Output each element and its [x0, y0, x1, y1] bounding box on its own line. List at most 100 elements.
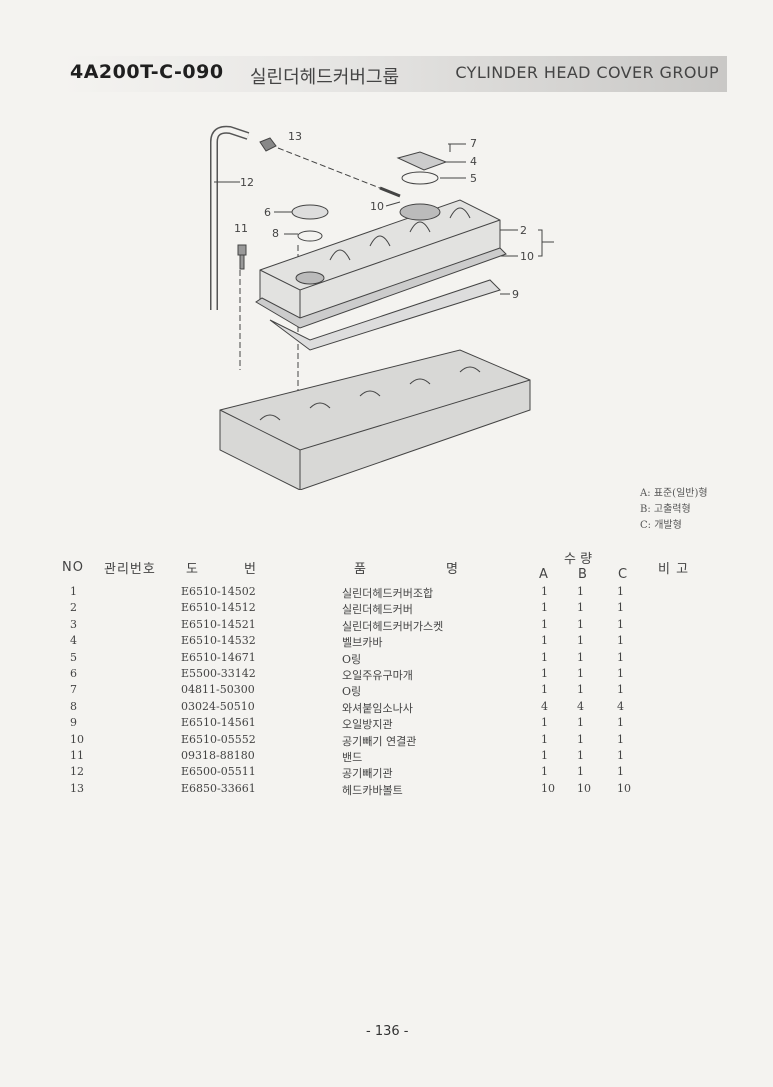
cell-part: E6510-14532: [181, 634, 256, 648]
cell-b: 1: [577, 585, 584, 598]
cell-no: 5: [70, 650, 77, 664]
cell-part: E5500-33142: [181, 667, 256, 680]
cell-part: 09318-88180: [181, 749, 255, 762]
group-title-korean: 실린더헤드커버그룹: [250, 67, 400, 88]
cell-a: 4: [541, 699, 548, 713]
header-qty: 수 량: [564, 552, 593, 567]
legend-b: B: 고출력형: [640, 504, 691, 515]
cell-c: 10: [617, 781, 631, 795]
cell-no: 2: [70, 601, 77, 615]
callout-11: 13: [288, 130, 302, 143]
cell-b: 1: [577, 617, 584, 631]
cell-name: 실린더헤드커버가스켓: [342, 619, 444, 633]
cell-b: 4: [577, 699, 584, 713]
cell-name: O링: [342, 652, 362, 666]
cell-no: 13: [70, 781, 84, 795]
callout-6: 6: [264, 206, 271, 219]
cell-no: 6: [70, 667, 77, 680]
cell-no: 10: [70, 732, 84, 746]
callout-12: 12: [240, 176, 254, 189]
cell-name: 밴드: [342, 751, 363, 764]
cell-name: 오일주유구마개: [342, 669, 413, 682]
header-name-1: 품: [354, 562, 367, 577]
cell-c: 1: [617, 634, 624, 648]
cell-no: 4: [70, 634, 77, 648]
cell-c: 1: [617, 650, 624, 664]
cylinder-head-cover: [259, 199, 501, 321]
o-ring-5: [401, 171, 439, 185]
cell-part: E6850-33661: [181, 781, 256, 795]
cell-a: 1: [541, 585, 548, 598]
cell-part: E6510-05552: [181, 732, 256, 746]
cell-c: 1: [617, 601, 624, 615]
cell-c: 1: [617, 716, 624, 730]
cell-b: 1: [577, 716, 584, 730]
group-code: 4A200T-C-090: [70, 61, 224, 83]
cell-name: 공기빼기관: [342, 767, 393, 781]
header-remark: 비 고: [658, 562, 690, 577]
header-name-2: 명: [446, 562, 459, 577]
cell-a: 1: [541, 683, 548, 697]
cell-b: 10: [577, 781, 591, 795]
cell-no: 12: [70, 765, 84, 779]
callout-9: 9: [512, 288, 519, 301]
cell-b: 1: [577, 667, 584, 680]
legend-a: A: 표준(일반)형: [640, 488, 708, 499]
exploded-parts-drawing: 13 12 7 4 5 6 10 11 8 2 1 10 9: [210, 125, 554, 490]
variant-legend: A: 표준(일반)형 B: 고출력형 C: 개발형: [640, 486, 708, 534]
header-qty-c: C: [618, 567, 628, 582]
header-mgmt-no: 관리번호: [104, 562, 156, 577]
cell-no: 11: [70, 749, 84, 762]
header-qty-b: B: [578, 567, 587, 582]
header-no: NO: [62, 560, 84, 575]
cell-a: 1: [541, 601, 548, 615]
cell-name: 실린더헤드커버: [342, 603, 413, 617]
legend-c: C: 개발형: [640, 520, 682, 531]
hose-band: [259, 137, 277, 152]
cell-name: 실린더헤드커버조합: [342, 587, 434, 600]
cell-no: 3: [70, 617, 77, 631]
cell-name: O링: [342, 685, 362, 699]
cell-a: 1: [541, 732, 548, 746]
cell-c: 1: [617, 667, 624, 680]
valve-cover: [396, 151, 448, 171]
callout-8: 7: [470, 137, 477, 150]
cell-a: 1: [541, 667, 548, 680]
cell-c: 1: [617, 617, 624, 631]
cell-no: 7: [70, 683, 77, 697]
cell-c: 1: [617, 585, 624, 598]
header-drawing-1: 도: [186, 562, 199, 577]
breather-pipe: [379, 186, 401, 198]
page-header: 4A200T-C-090 실린더헤드커버그룹 CYLINDER HEAD COV…: [62, 56, 727, 92]
cell-part: E6510-14561: [181, 716, 256, 730]
cell-b: 1: [577, 650, 584, 664]
cell-c: 1: [617, 683, 624, 697]
callout-2: 2: [520, 224, 527, 237]
cell-part: E6510-14671: [181, 650, 256, 664]
callout-13: 11: [234, 222, 248, 235]
cell-b: 1: [577, 765, 584, 779]
cell-name: 오일방지관: [342, 718, 393, 732]
cell-a: 1: [541, 716, 548, 730]
cell-name: 공기빼기 연결관: [342, 734, 417, 748]
oil-filler-cap: [291, 204, 329, 220]
table-row: 6 E5500-33142 오일주유구마개 1 1 1: [0, 667, 773, 683]
cell-a: 1: [541, 634, 548, 648]
cell-part: E6510-14512: [181, 601, 256, 615]
cell-part: E6510-14502: [181, 585, 256, 598]
o-ring-7: [297, 230, 323, 242]
cell-name: 벨브카바: [342, 636, 383, 650]
callout-5: 5: [470, 172, 477, 185]
cell-a: 1: [541, 765, 548, 779]
cell-name: 헤드카바볼트: [342, 783, 403, 797]
page-number: - 136 -: [366, 1024, 409, 1039]
header-qty-a: A: [539, 567, 548, 582]
